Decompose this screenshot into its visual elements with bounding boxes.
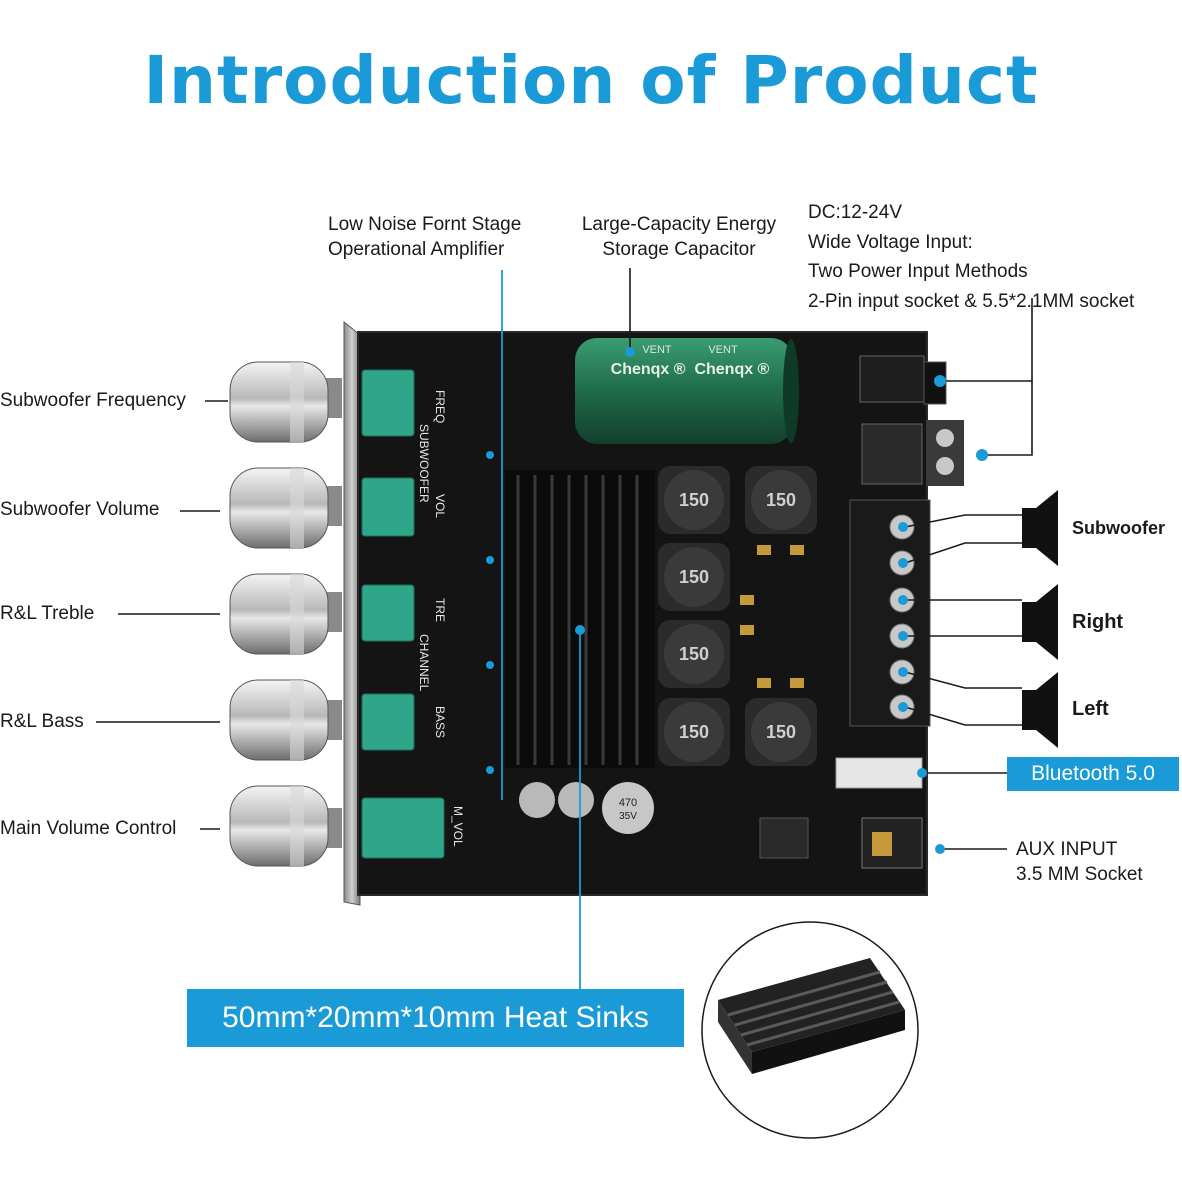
aux-label: AUX INPUT 3.5 MM Socket [1016,837,1143,887]
knob-main-volume [229,785,342,867]
speaker-icon [1022,490,1058,566]
smd-parts [740,545,804,688]
knob-subwoofer-volume [229,467,342,549]
svg-text:CHANNEL: CHANNEL [417,634,431,692]
energy-capacitor: VENT VENT Chenqx ® Chenqx ® [575,338,799,444]
knob-rl-bass [229,679,342,761]
speaker-label-left: Left [1072,698,1109,720]
power-label-line-3: Two Power Input Methods [808,261,1028,282]
knob-subwoofer-frequency [229,361,342,443]
speaker-icon [1022,584,1058,660]
blue-leader-lines [501,270,581,990]
label-rl-bass: R&L Bass [0,711,84,732]
side-panel [343,320,361,906]
label-subwoofer-volume: Subwoofer Volume [0,499,160,520]
label-main-volume: Main Volume Control [0,818,177,839]
power-label-line-2: Wide Voltage Input: [808,231,973,253]
speaker-terminal-block [849,499,931,727]
opamp-label: Low Noise Fornt Stage Operational Amplif… [328,212,521,262]
inductors: 150 150 150 150 150 150 [658,466,817,766]
label-subwoofer-frequency: Subwoofer Frequency [0,390,186,411]
svg-text:150: 150 [679,490,709,510]
svg-text:150: 150 [679,644,709,664]
power-label-line-4: 2-Pin input socket & 5.5*2.1MM socket [808,290,1135,312]
potentiometers [361,369,445,859]
svg-text:35V: 35V [619,811,637,822]
capacitor-label-line-1: Large-Capacity Energy [581,214,777,235]
svg-text:SUBWOOFER: SUBWOOFER [417,424,431,503]
svg-text:470: 470 [619,797,637,809]
speaker-icons [1022,490,1058,748]
svg-text:VENT VENT: VENT VENT [642,344,738,356]
svg-text:150: 150 [766,490,796,510]
capacitor-label: Large-Capacity Energy Storage Capacitor [572,212,786,262]
heatsink-badge: 50mm*20mm*10mm Heat Sinks [187,989,684,1047]
silkscreen: FREQ SUBWOOFER VOL TRE CHANNEL BASS M_VO… [417,390,465,847]
aux-label-line-1: AUX INPUT [1016,839,1118,860]
dsp-chip [759,817,809,859]
loose-heatsink [701,921,919,1139]
aux-label-line-2: 3.5 MM Socket [1016,864,1143,885]
speaker-icon [1022,672,1058,748]
opamp-label-line-2: Operational Amplifier [328,239,505,260]
power-label: DC:12-24V Wide Voltage Input: Two Power … [808,198,1134,316]
opamp-label-line-1: Low Noise Fornt Stage [328,214,522,235]
small-capacitors: 470 35V [519,782,654,834]
power-terminal [861,423,923,485]
callout-dots [486,347,988,854]
knob-rl-treble [229,573,342,655]
dc-jack [859,355,925,403]
page-title: Introduction of Product [143,42,1039,119]
knobs [229,361,342,867]
svg-text:Chenqx ® Chenqx ®: Chenqx ® Chenqx ® [611,361,770,378]
speaker-label-right: Right [1072,611,1124,633]
svg-text:TRE: TRE [433,598,447,622]
bluetooth-badge: Bluetooth 5.0 [1007,757,1179,791]
label-rl-treble: R&L Treble [0,603,95,624]
leader-lines [96,268,1033,850]
svg-text:150: 150 [766,722,796,742]
capacitor-label-line-2: Storage Capacitor [602,239,756,260]
svg-text:VOL: VOL [433,494,447,518]
svg-text:150: 150 [679,567,709,587]
speaker-label-subwoofer: Subwoofer [1072,518,1165,538]
svg-text:150: 150 [679,722,709,742]
bluetooth-module [835,757,923,789]
svg-text:M_VOL: M_VOL [451,806,465,847]
svg-text:BASS: BASS [433,706,447,738]
svg-text:FREQ: FREQ [433,390,447,423]
power-label-line-1: DC:12-24V [808,202,902,223]
